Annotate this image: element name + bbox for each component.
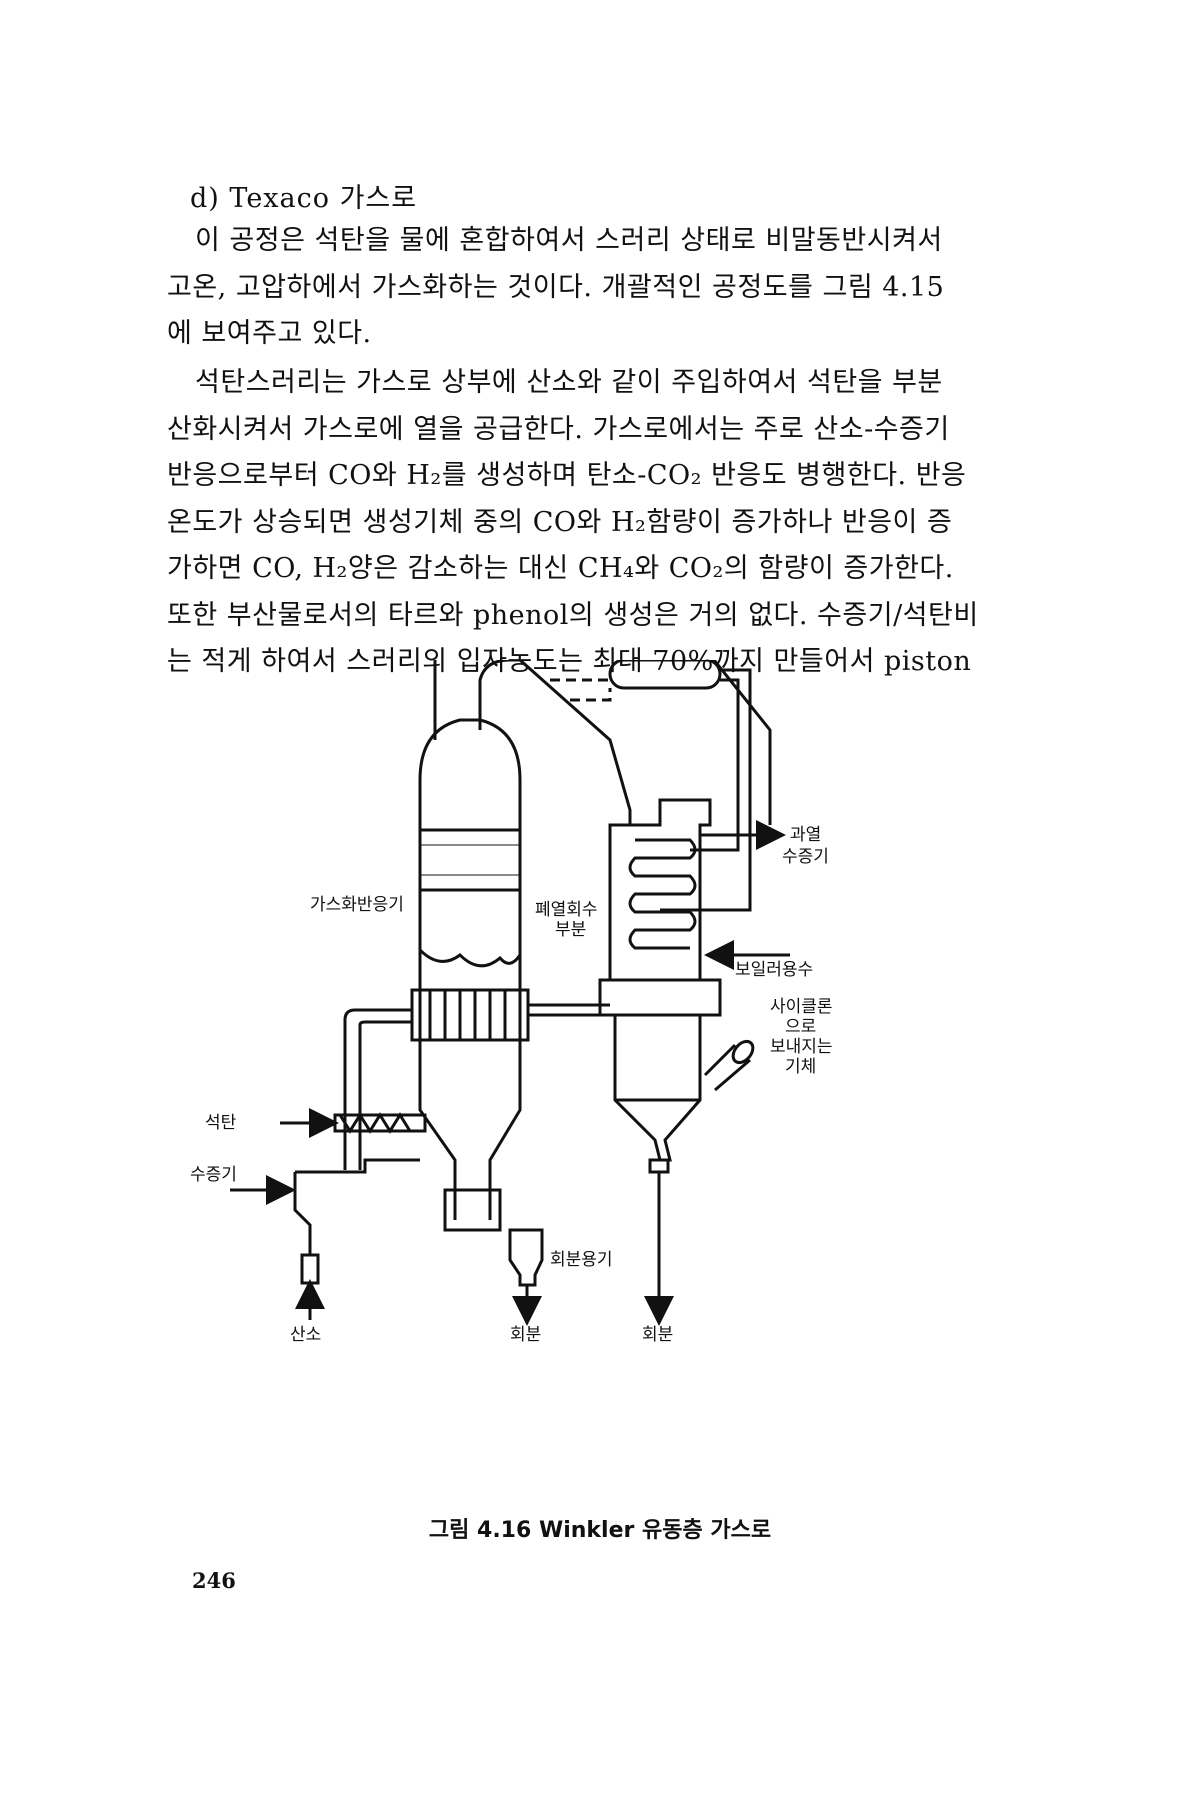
label-heat-recovery-2: 부분 xyxy=(555,920,586,940)
connecting-duct xyxy=(528,1003,610,1017)
heat-recovery-vessel xyxy=(608,798,712,980)
label-boiler-water: 보일러용수 xyxy=(735,960,813,980)
gasifier-grid-band xyxy=(418,828,522,892)
text-line: 는 적게 하여서 스러리의 입자농도는 최대 70%까지 만들어서 piston xyxy=(167,646,972,677)
label-oxygen: 산소 xyxy=(290,1325,321,1345)
label-cyclone-3: 보내지는 xyxy=(770,1037,833,1057)
label-ash-vessel: 회분용기 xyxy=(550,1250,613,1270)
label-cyclone-1: 사이클론 xyxy=(770,997,833,1017)
text-line: 고온, 고압하에서 가스화하는 것이다. 개괄적인 공정도를 그림 4.15 xyxy=(167,271,945,303)
label-heat-recovery-1: 폐열회수 xyxy=(535,900,598,920)
text-line: 에 보여주고 있다. xyxy=(167,318,372,349)
ash-vessel xyxy=(508,1228,544,1287)
paragraph-texaco: 이 공정은 석탄을 물에 혼합하여서 스러리 상태로 비말동반시켜서 고온, 고… xyxy=(167,218,1017,358)
label-superheated-2: 수증기 xyxy=(782,847,829,867)
figure-caption: 그림 4.16 Winkler 유동층 가스로 xyxy=(428,1518,772,1543)
label-ash-1: 회분 xyxy=(510,1325,541,1345)
oxygen-valve xyxy=(300,1253,320,1285)
cyclone-outlet-pipe xyxy=(703,1043,751,1092)
page-number: 246 xyxy=(192,1568,236,1593)
label-cyclone-2: 으로 xyxy=(785,1017,816,1037)
text-line: 석탄스러리는 가스로 상부에 산소와 같이 주입하여서 석탄을 부분 xyxy=(195,367,943,398)
paragraph-coal-slurry: 석탄스러리는 가스로 상부에 산소와 같이 주입하여서 석탄을 부분 산화시켜서… xyxy=(167,360,1017,686)
label-cyclone-4: 기체 xyxy=(785,1057,816,1077)
text-line: 이 공정은 석탄을 물에 혼합하여서 스러리 상태로 비말동반시켜서 xyxy=(195,225,943,256)
label-ash-2: 회분 xyxy=(642,1325,673,1345)
steam-drum xyxy=(608,660,722,690)
text-line: 반응으로부터 CO와 H₂를 생성하며 탄소-CO₂ 반응도 병행한다. 반응 xyxy=(167,460,967,491)
text-line: 산화시켜서 가스로에 열을 공급한다. 가스로에서는 주로 산소-수증기 xyxy=(167,413,950,445)
gasifier-lower-cone xyxy=(418,1040,522,1220)
ash-discharge-box xyxy=(443,1188,502,1232)
label-gasifier: 가스화반응기 xyxy=(310,895,404,915)
label-coal: 석탄 xyxy=(205,1113,237,1133)
section-heading: d) Texaco 가스로 xyxy=(190,183,418,214)
text-line: 또한 부산물로서의 타르와 phenol의 생성은 거의 없다. 수증기/석탄비 xyxy=(167,599,979,631)
text-line: 온도가 상승되면 생성기체 중의 CO와 H₂함량이 증가하나 반응이 증 xyxy=(167,506,953,538)
gasifier-upper-duct xyxy=(433,660,772,825)
text-line: 가하면 CO, H₂양은 감소하는 대신 CH₄와 CO₂의 함량이 증가한다. xyxy=(167,553,954,584)
superheater-coil xyxy=(628,838,697,950)
label-superheated-1: 과열 xyxy=(790,825,821,845)
label-steam: 수증기 xyxy=(190,1165,237,1185)
steam-line xyxy=(343,1008,412,1170)
winkler-gasifier-diagram: 가스화반응기 폐열회수 부분 과열 수증기 보일러용수 사이클론 으로 보내지는… xyxy=(190,660,833,1345)
gasifier-vessel xyxy=(418,718,522,1080)
